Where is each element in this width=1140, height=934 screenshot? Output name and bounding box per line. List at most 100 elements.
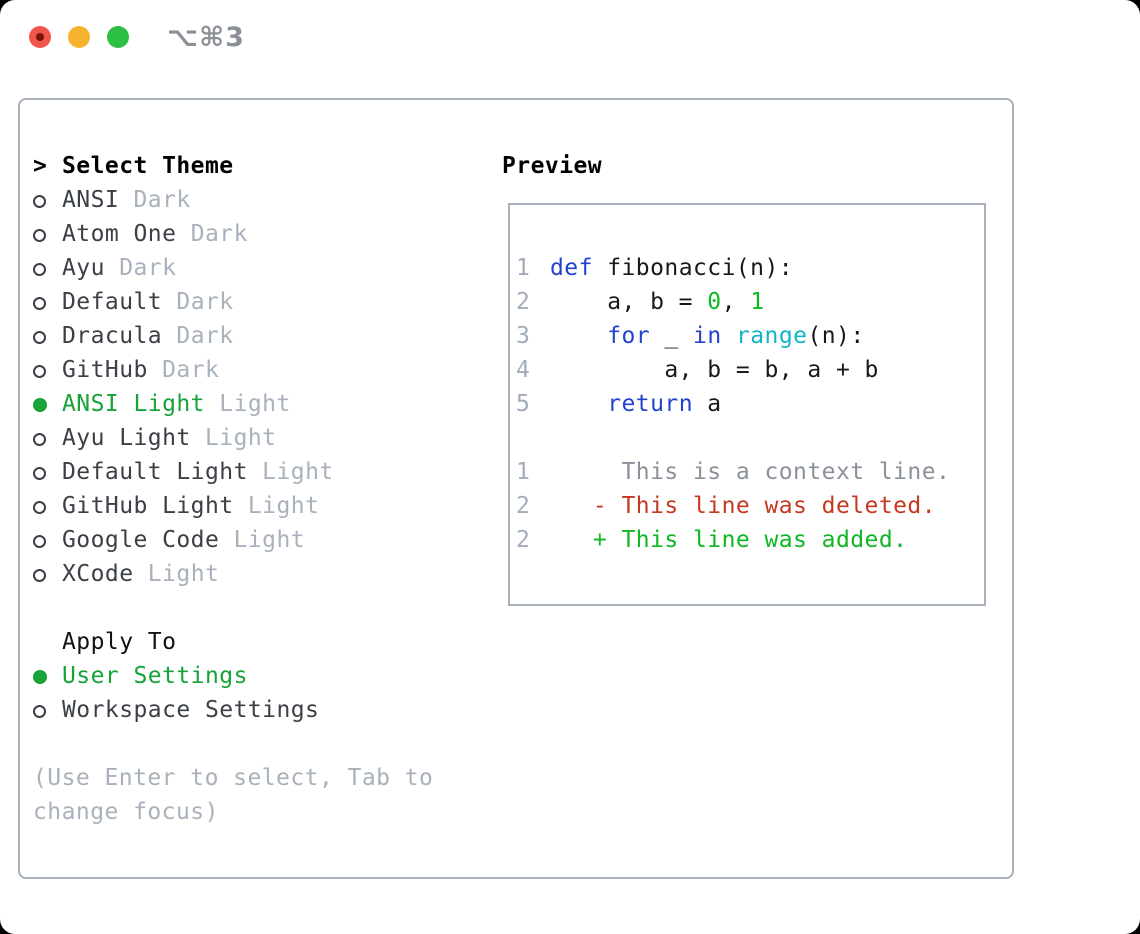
code-line: 2 - This line was deleted. (516, 489, 984, 523)
radio-unselected-icon (33, 285, 62, 319)
code-token: a, b = b, a + b (550, 357, 879, 383)
option-circle-icon (33, 433, 46, 446)
theme-variant-tag: Dark (162, 323, 234, 349)
selected-dot-icon (33, 398, 47, 412)
option-circle-icon (33, 569, 46, 582)
code-token: for (607, 323, 651, 349)
option-circle-icon (33, 331, 46, 344)
option-circle-icon (33, 705, 46, 718)
radio-unselected-icon (33, 217, 62, 251)
focus-cursor: > (33, 153, 62, 179)
option-circle-icon (33, 229, 46, 242)
zoom-button-icon[interactable] (107, 26, 129, 48)
line-number: 5 (516, 391, 531, 417)
radio-unselected-icon (33, 557, 62, 591)
window-controls (29, 26, 129, 48)
code-token (722, 323, 736, 349)
theme-name: GitHub (62, 357, 148, 383)
line-number: 4 (516, 357, 531, 383)
theme-option[interactable]: Default Light Light (33, 455, 478, 489)
option-circle-icon (33, 467, 46, 480)
theme-option[interactable]: Ayu Light Light (33, 421, 478, 455)
apply-to-label: Workspace Settings (62, 697, 320, 723)
code-line: 5 return a (516, 387, 984, 421)
apply-to-label: User Settings (62, 663, 248, 689)
line-number: 2 (516, 289, 531, 315)
theme-name: Ayu Light (62, 425, 191, 451)
theme-option[interactable]: Ayu Dark (33, 251, 478, 285)
option-circle-icon (33, 501, 46, 514)
theme-variant-tag: Dark (162, 289, 234, 315)
theme-variant-tag: Dark (147, 357, 220, 383)
minimize-button-icon[interactable] (68, 26, 90, 48)
unsaved-dot-icon (36, 33, 44, 41)
code-token: fibonacci(n): (592, 255, 794, 281)
theme-name: Default Light (62, 459, 248, 485)
radio-selected-icon (33, 659, 62, 693)
spacer (33, 591, 478, 625)
radio-unselected-icon (33, 319, 62, 353)
code-token: a (693, 391, 722, 417)
theme-name: Default (62, 289, 163, 315)
radio-unselected-icon (33, 489, 62, 523)
theme-name: Dracula (62, 323, 163, 349)
theme-option[interactable]: Google Code Light (33, 523, 478, 557)
radio-unselected-icon (33, 693, 62, 727)
apply-to-title: Apply To (62, 629, 177, 655)
theme-option[interactable]: ANSI Dark (33, 183, 478, 217)
theme-name: ANSI (62, 187, 120, 213)
spacer (33, 727, 478, 761)
selected-dot-icon (33, 670, 47, 684)
radio-unselected-icon (33, 421, 62, 455)
line-number: 2 (516, 493, 531, 519)
radio-unselected-icon (33, 183, 62, 217)
keyboard-hint: (Use Enter to select, Tab to change focu… (33, 765, 448, 825)
theme-option[interactable]: Atom One Dark (33, 217, 478, 251)
radio-unselected-icon (33, 251, 62, 285)
close-button-icon[interactable] (29, 26, 51, 48)
apply-to-option[interactable]: Workspace Settings (33, 693, 478, 727)
code-token: (n): (807, 323, 865, 349)
code-line: 4 a, b = b, a + b (516, 353, 984, 387)
code-token: 1 (750, 289, 765, 315)
apply-to-option[interactable]: User Settings (33, 659, 478, 693)
theme-variant-tag: Light (247, 459, 334, 485)
theme-option[interactable]: Dracula Dark (33, 319, 478, 353)
code-line: 2 + This line was added. (516, 523, 984, 557)
theme-variant-tag: Dark (119, 187, 191, 213)
code-token: , (721, 289, 751, 315)
option-circle-icon (33, 535, 46, 548)
option-circle-icon (33, 297, 46, 310)
theme-name: Google Code (62, 527, 220, 553)
radio-unselected-icon (33, 353, 62, 387)
code-blank-line (516, 421, 984, 455)
preview-heading: Preview (502, 153, 603, 179)
line-number: 2 (516, 527, 531, 553)
option-circle-icon (33, 365, 46, 378)
theme-option[interactable]: XCode Light (33, 557, 478, 591)
theme-variant-tag: Dark (104, 255, 177, 281)
theme-variant-tag: Light (219, 527, 306, 553)
theme-name: ANSI Light (62, 391, 205, 417)
theme-option[interactable]: GitHub Light Light (33, 489, 478, 523)
line-number: 1 (516, 459, 531, 485)
theme-option[interactable]: ANSI Light Light (33, 387, 478, 421)
theme-list-header: > Select Theme (33, 149, 478, 183)
theme-option[interactable]: GitHub Dark (33, 353, 478, 387)
theme-variant-tag: Light (204, 391, 291, 417)
theme-name: Ayu (62, 255, 105, 281)
theme-option[interactable]: Default Dark (33, 285, 478, 319)
code-line: 2 a, b = 0, 1 (516, 285, 984, 319)
theme-variant-tag: Light (233, 493, 320, 519)
code-line: 1 This is a context line. (516, 455, 984, 489)
radio-unselected-icon (33, 523, 62, 557)
code-token: _ (650, 323, 694, 349)
code-token: This is a context line. (550, 459, 951, 485)
line-number: 1 (516, 255, 531, 281)
theme-name: Atom One (62, 221, 177, 247)
code-token: def (550, 255, 593, 281)
option-circle-icon (33, 195, 46, 208)
